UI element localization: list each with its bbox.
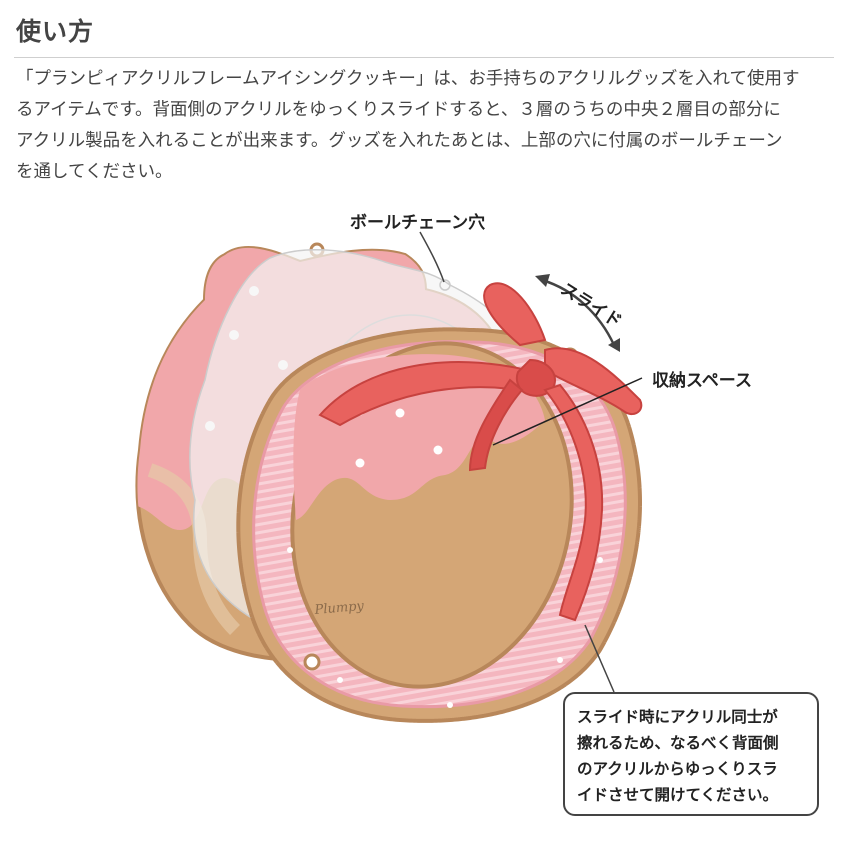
storage-space-leader xyxy=(492,377,643,446)
intro-line: アクリル製品を入れることが出来ます。グッズを入れたあとは、上部の穴に付属のボール… xyxy=(16,131,783,151)
intro-line: 「プランピィアクリルフレームアイシングクッキー」は、お手持ちのアクリルグッズを入… xyxy=(16,69,800,89)
note-line: のアクリルからゆっくりスラ xyxy=(577,760,778,778)
note-line: スライド時にアクリル同士が xyxy=(577,708,778,726)
caution-note: スライド時にアクリル同士が 擦れるため、なるべく背面側 のアクリルからゆっくりス… xyxy=(563,692,819,816)
page-title: 使い方 xyxy=(16,17,95,46)
intro-line: を通してください。 xyxy=(16,162,173,182)
signature-text: Plumpy xyxy=(313,599,365,618)
ball-chain-hole-leader xyxy=(419,231,445,283)
slide-arrow-icon xyxy=(535,274,620,352)
ribbon-bow xyxy=(318,282,643,622)
storage-space-label: 収納スペース xyxy=(652,371,752,391)
title-divider xyxy=(14,57,834,58)
note-line: イドさせて開けてください。 xyxy=(577,786,779,804)
intro-paragraph: 「プランピィアクリルフレームアイシングクッキー」は、お手持ちのアクリルグッズを入… xyxy=(16,64,834,188)
ball-chain-hole-label: ボールチェーン穴 xyxy=(350,213,486,233)
note-leader xyxy=(584,624,615,693)
intro-line: るアイテムです。背面側のアクリルをゆっくりスライドすると、３層のうちの中央２層目… xyxy=(16,100,781,120)
acrylic-frame-diagram: Plumpy xyxy=(135,231,643,723)
note-line: 擦れるため、なるべく背面側 xyxy=(577,734,779,752)
